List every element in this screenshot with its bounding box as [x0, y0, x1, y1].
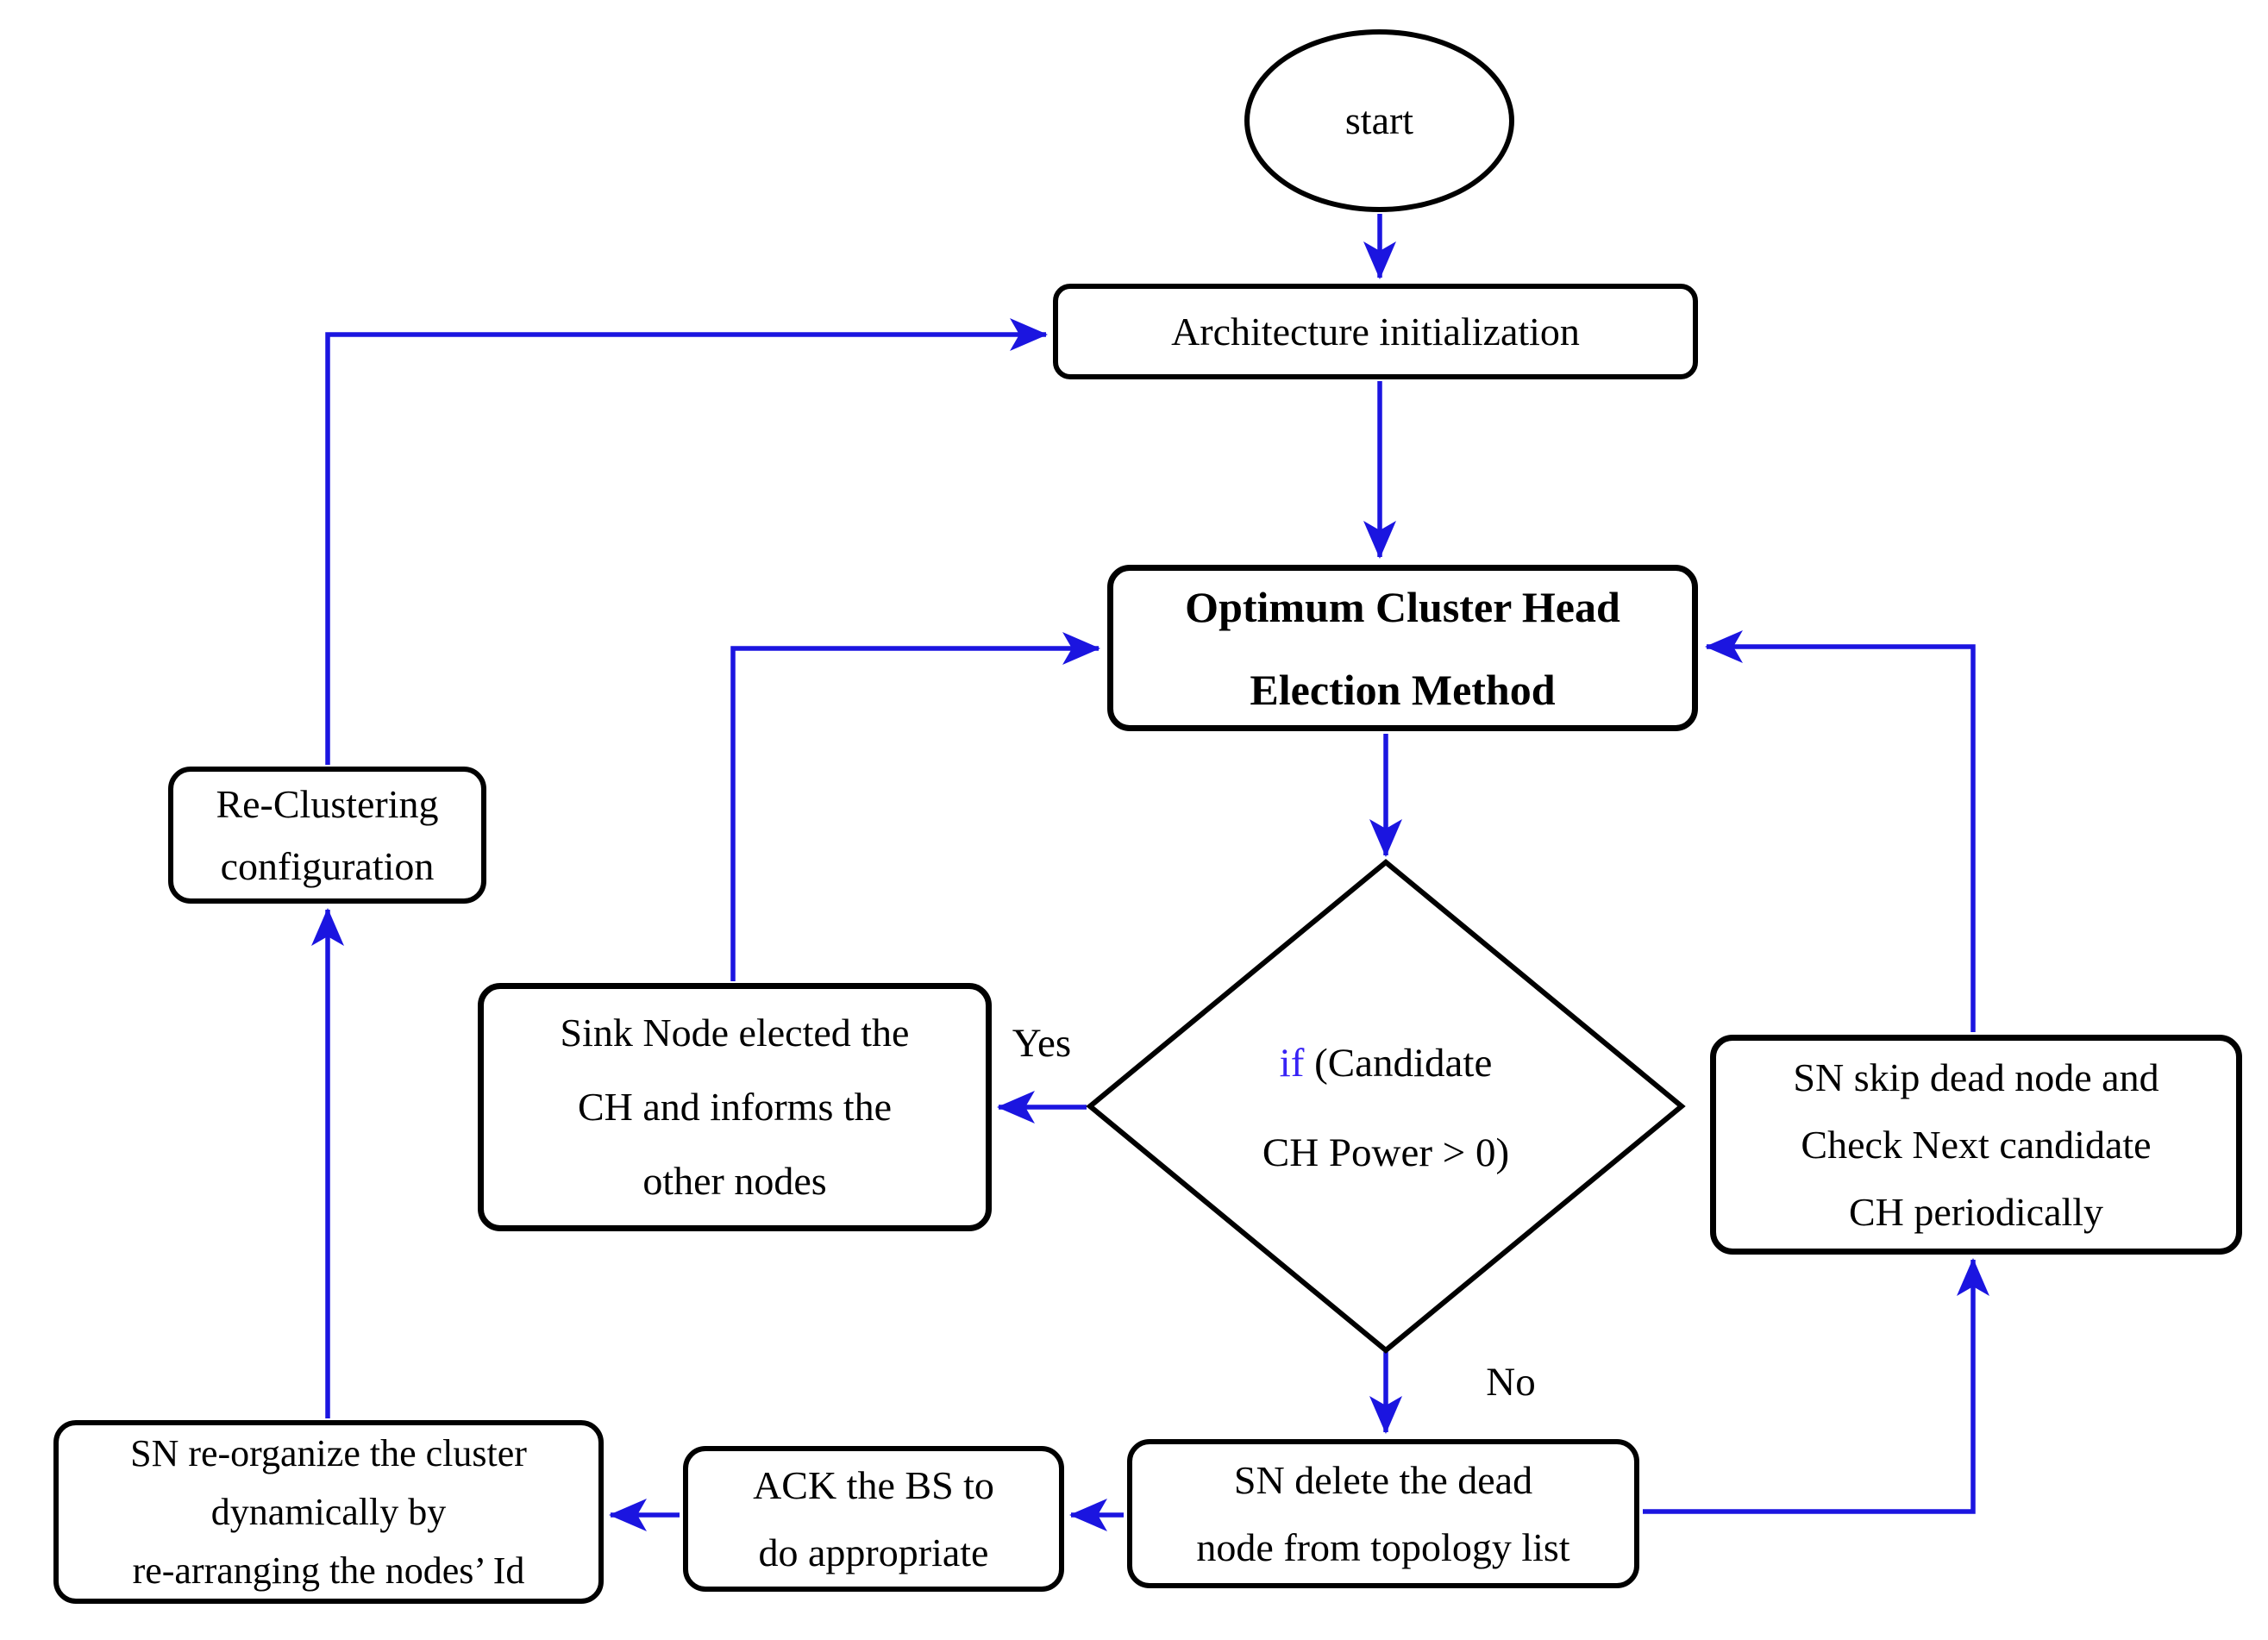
edge-skip-to-optimum — [1705, 630, 1976, 1032]
node-skip-dead-node: SN skip dead node and Check Next candida… — [1710, 1035, 2242, 1255]
node-start: start — [1244, 29, 1514, 212]
node-decision-diamond — [1086, 859, 1686, 1354]
node-reorganize-cluster: SN re-organize the cluster dynamically b… — [53, 1420, 604, 1604]
node-architecture-initialization-label: Architecture initialization — [1171, 309, 1580, 354]
node-optimum-cluster-head-election: Optimum Cluster Head Election Method — [1107, 565, 1698, 731]
edge-recluster-to-init — [325, 318, 1048, 765]
node-reclustering-configuration: Re-Clustering configuration — [168, 767, 486, 904]
node-sink-elected-ch: Sink Node elected the CH and informs the… — [478, 983, 992, 1231]
edge-label-no: No — [1486, 1360, 1536, 1405]
edge-delete-to-skip — [1643, 1258, 1989, 1514]
edge-sink-to-optimum — [730, 632, 1100, 981]
node-architecture-initialization: Architecture initialization — [1053, 284, 1698, 379]
node-decision-label: if (Candidate CH Power > 0) — [1262, 1041, 1510, 1175]
if-keyword: if — [1279, 1041, 1305, 1086]
node-ack-bs: ACK the BS to do appropriate — [683, 1446, 1064, 1592]
node-start-label: start — [1344, 98, 1414, 142]
node-delete-dead-node: SN delete the dead node from topology li… — [1127, 1439, 1639, 1588]
edge-label-yes: Yes — [1012, 1021, 1072, 1066]
